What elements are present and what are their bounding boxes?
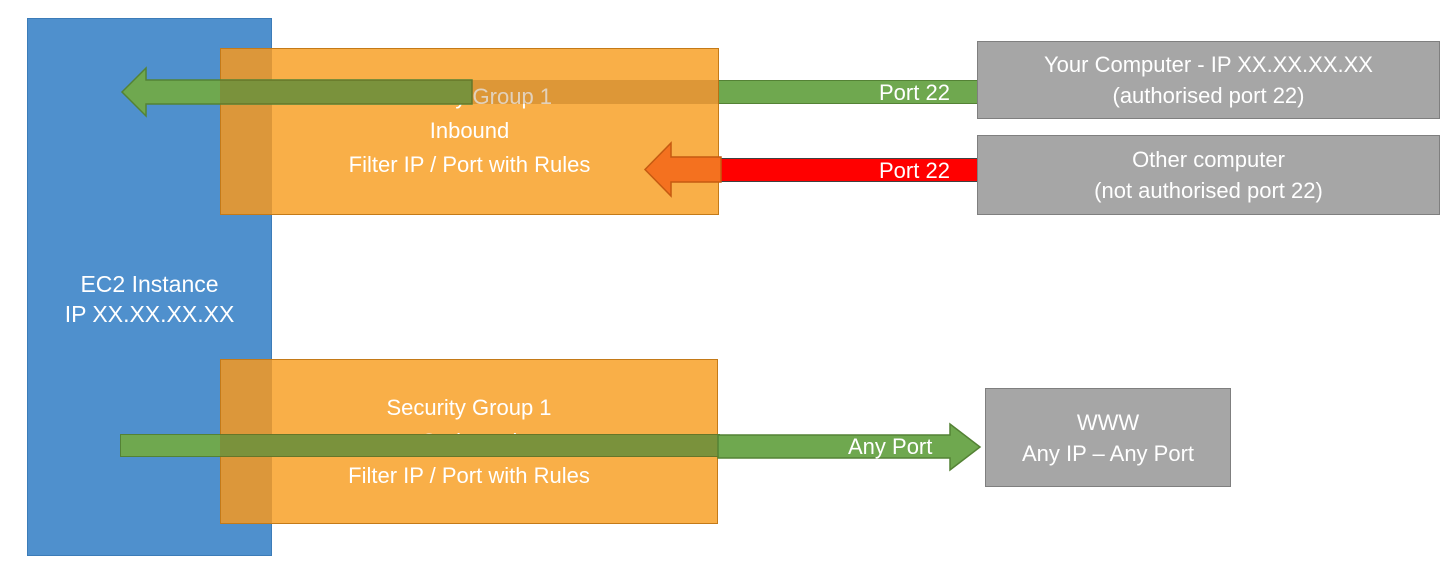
- allowed-outbound-arrow-icon: [717, 422, 982, 472]
- allowed-inbound-arrow-icon: [120, 66, 473, 118]
- blocked-inbound-connector: [719, 158, 977, 182]
- www-box: WWW Any IP – Any Port: [985, 388, 1231, 487]
- other-computer-label: Other computer (not authorised port 22): [1094, 147, 1323, 203]
- allowed-outbound-port-label: Any Port: [848, 434, 933, 459]
- overlap-tint-inbound: [220, 48, 272, 215]
- allowed-outbound-shaft-over-sg: [220, 434, 718, 457]
- allowed-inbound-connector: [719, 80, 977, 104]
- allowed-inbound-shaft-over-sg: [220, 80, 719, 104]
- ec2-instance-label: EC2 Instance IP XX.XX.XX.XX: [64, 271, 235, 327]
- blocked-inbound-port-label: Port 22: [879, 158, 950, 183]
- allowed-inbound-port-label: Port 22: [879, 80, 950, 105]
- your-computer-label: Your Computer - IP XX.XX.XX.XX (authoris…: [1044, 52, 1373, 108]
- other-computer-box: Other computer (not authorised port 22): [977, 135, 1440, 215]
- www-label: WWW Any IP – Any Port: [1021, 409, 1195, 466]
- blocked-inbound-arrow-icon: [643, 141, 722, 198]
- your-computer-box: Your Computer - IP XX.XX.XX.XX (authoris…: [977, 41, 1440, 119]
